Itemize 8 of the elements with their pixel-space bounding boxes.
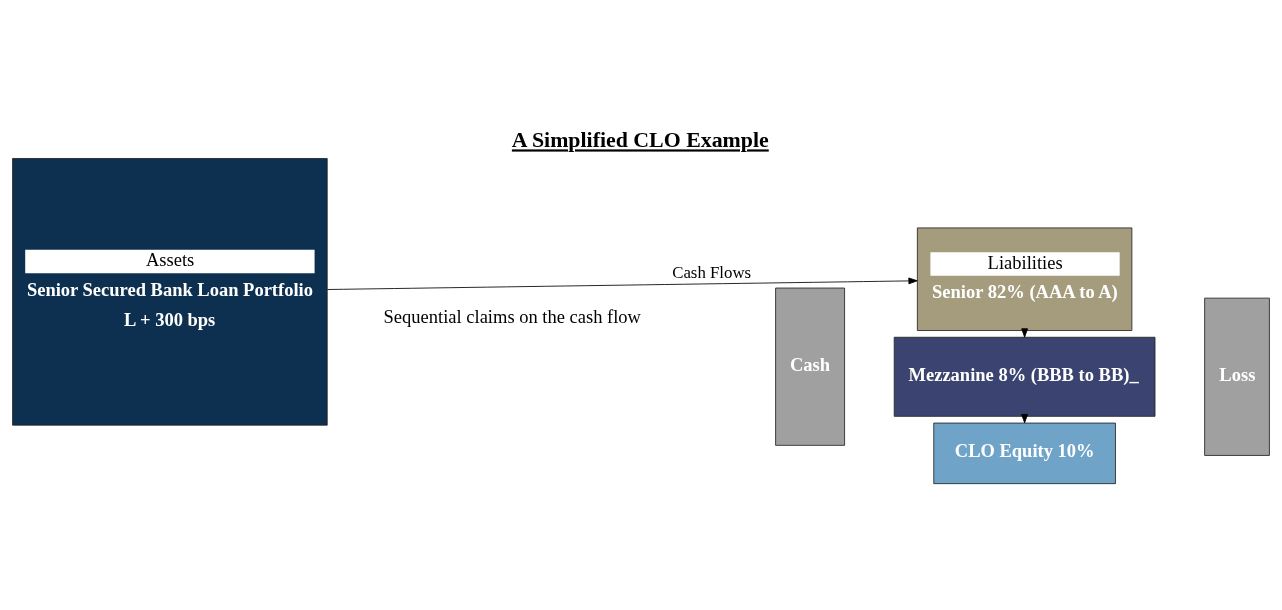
edge-label: Cash Flows <box>672 262 752 282</box>
node-box: Assets Senior Secured Bank Loan Portfolio L + 300 bps <box>12 157 328 426</box>
diagram-title: A Simplified CLO Example <box>511 127 769 152</box>
node-box: CLO Equity 10% <box>933 422 1116 484</box>
node-box: Cash <box>775 287 845 446</box>
label: Sequential claims on the cash flow <box>383 306 641 327</box>
node-box: Loss <box>1204 297 1270 456</box>
arrow <box>327 277 918 290</box>
